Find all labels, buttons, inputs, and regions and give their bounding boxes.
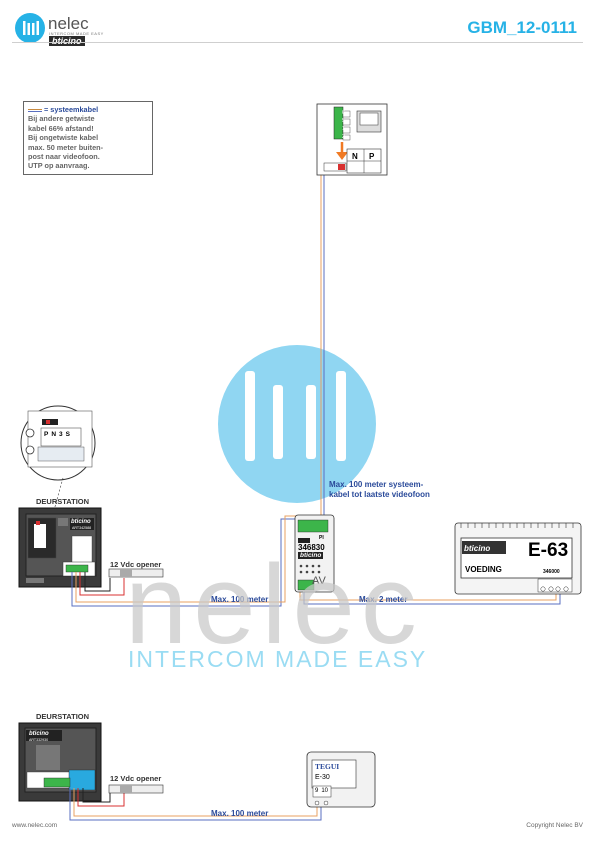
- wire-orange-vertical: [320, 123, 333, 520]
- doorstation-terminal-zoom: [20, 405, 96, 481]
- terminal-n: N: [51, 431, 57, 438]
- legend-line: max. 50 meter buiten-: [28, 142, 104, 152]
- opener-2-device: [108, 784, 164, 794]
- distance-power: Max. 2 meter: [359, 595, 408, 604]
- distance-door1: Max. 100 meter: [211, 595, 269, 604]
- legend-line: UTP op aanvraag.: [28, 161, 90, 171]
- watermark-circle: [218, 345, 376, 503]
- legend-line: kabel 66% afstand!: [28, 123, 94, 133]
- terminal-label: 5: [342, 118, 345, 124]
- doorstation-1-label: DEURSTATION: [36, 497, 90, 506]
- power-brand: bticino: [464, 544, 491, 553]
- tegui-brand: TEGUI: [315, 762, 340, 771]
- videofoon-terminals: 6 5 1 2: [342, 109, 345, 141]
- power-model-name: E-63: [528, 540, 569, 561]
- footer-url[interactable]: www.nelec.com: [12, 822, 58, 829]
- terminal-label: 1: [342, 126, 345, 132]
- wire-black-door2: [82, 788, 111, 803]
- terminal-p: P: [44, 431, 49, 438]
- logo-name: nelec: [48, 14, 89, 33]
- wire-red-door2: [77, 788, 125, 807]
- doorstation-1-model: ART342588: [72, 526, 92, 530]
- legend-line: Bij andere getwiste: [28, 114, 95, 124]
- header-divider: [12, 42, 583, 43]
- interface-code: 346830: [298, 543, 325, 552]
- wire-orange-power: [299, 588, 557, 601]
- wire-black-door1: [84, 572, 111, 592]
- power-voeding-label: VOEDING: [465, 565, 502, 574]
- terminal-10: 10: [321, 788, 329, 794]
- logo-brand: bticino: [49, 36, 85, 46]
- wire-blue-power: [303, 588, 561, 605]
- videofoon-device: [316, 103, 388, 176]
- watermark-word: nelec: [125, 542, 423, 667]
- doorstation-2-brand: bticino: [29, 731, 49, 737]
- logo-tagline: INTERCOM MADE EASY: [49, 31, 104, 36]
- wire-blue-vertical: [323, 130, 333, 520]
- distance-systeemkabel: Max. 100 meter systeem- kabel tot laatst…: [329, 480, 430, 499]
- doorstation-2-device: [18, 722, 102, 802]
- opener-1-device: [108, 568, 164, 578]
- door1-terminal-row: P N 3 S: [44, 431, 70, 438]
- n-terminal-label: N: [352, 152, 358, 161]
- terminal-9: 9: [315, 788, 319, 794]
- watermark-tagline: INTERCOM MADE EASY: [128, 646, 428, 672]
- interface-brand: bticino: [298, 552, 324, 559]
- systeemkabel-swatch: [28, 108, 42, 112]
- interface-av-label: AV: [312, 575, 326, 587]
- doorstation-1-device: [18, 507, 102, 588]
- doorstation-1-brand: bticino: [71, 519, 91, 525]
- tegui-model: E-30: [315, 774, 330, 781]
- interface-terminal-label: PI: [319, 535, 324, 541]
- down-arrow-icon: [336, 152, 348, 160]
- terminal-s: S: [65, 431, 71, 438]
- terminal-label: 2: [342, 134, 345, 140]
- legend-title: = systeemkabel: [44, 105, 99, 114]
- doorstation-2-model: ART332930: [29, 738, 49, 742]
- tegui-terminal-row: 9 10: [315, 788, 328, 794]
- wire-red-door1: [79, 572, 125, 596]
- legend-box: = systeemkabel Bij andere getwiste kabel…: [23, 101, 153, 175]
- legend-title-row: = systeemkabel: [28, 105, 148, 114]
- legend-line: Bij ongetwiste kabel: [28, 133, 99, 143]
- wire-blue-door1: [71, 518, 318, 607]
- p-terminal-label: P: [369, 152, 375, 161]
- opener-2-label: 12 Vdc opener: [110, 774, 162, 783]
- doorstation-2-label: DEURSTATION: [36, 712, 90, 721]
- wire-orange-door2: [73, 788, 318, 817]
- footer-copyright: Copyright Nelec BV: [526, 822, 583, 829]
- distance-door2: Max. 100 meter: [211, 809, 269, 818]
- opener-1-label: 12 Vdc opener: [110, 560, 162, 569]
- terminal-label: 6: [342, 110, 345, 116]
- legend-line: post naar videofoon.: [28, 152, 100, 162]
- terminal-3: 3: [59, 431, 63, 438]
- power-code: 346000: [543, 569, 560, 575]
- wire-blue-door2: [69, 788, 322, 821]
- power-supply-device: [454, 522, 582, 595]
- tegui-device: [306, 751, 376, 808]
- nelec-logo-icon: [15, 13, 45, 43]
- document-id: GBM_12-0111: [467, 18, 577, 37]
